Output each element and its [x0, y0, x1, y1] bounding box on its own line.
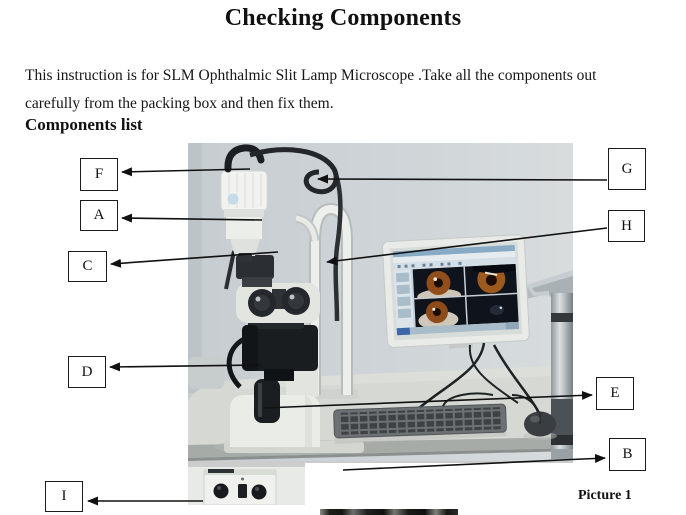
component-label-G: G [608, 148, 646, 190]
keyboard [333, 403, 507, 444]
component-label-D: D [68, 356, 106, 388]
next-picture-partial [320, 509, 458, 515]
component-label-B: B [609, 438, 646, 471]
component-label-I: I [45, 481, 83, 512]
eye-image-top-left [417, 271, 462, 299]
power-knob-right [251, 484, 267, 500]
component-label-E: E [596, 377, 634, 410]
component-label-F: F [80, 158, 118, 191]
objective-lens-cylinder [254, 379, 280, 423]
component-label-A: A [80, 200, 118, 231]
component-label-H: H [608, 210, 645, 242]
intro-line-2: carefully from the packing box and then … [25, 95, 334, 112]
wall-left-shade [188, 143, 202, 393]
monitor [382, 234, 565, 349]
figure-caption: Picture 1 [578, 488, 632, 503]
camera-strap-cable [226, 336, 246, 389]
taskbar [396, 321, 519, 336]
photo-illustration [188, 143, 573, 505]
eye-image-top-right [472, 263, 516, 294]
brand-logo [227, 193, 239, 205]
power-switch [238, 484, 247, 498]
intro-paragraph: This instruction is for SLM Ophthalmic S… [25, 62, 655, 118]
eye-image-bottom-right [489, 304, 504, 315]
slit-lamp-photo [188, 143, 573, 505]
page-title: Checking Components [224, 5, 462, 31]
component-label-C: C [68, 251, 107, 282]
centering-knob [238, 253, 252, 262]
eye-image-bottom-left [418, 301, 459, 328]
power-supply-box [203, 469, 277, 505]
slit-lamp [220, 144, 364, 453]
intro-line-1: This instruction is for SLM Ophthalmic S… [25, 67, 597, 84]
ccd-camera-cylinder [526, 270, 573, 459]
photo-crop-notch [305, 463, 573, 505]
section-heading: Components list [25, 115, 143, 134]
power-knob-left [213, 483, 229, 499]
camera-body [242, 325, 318, 371]
